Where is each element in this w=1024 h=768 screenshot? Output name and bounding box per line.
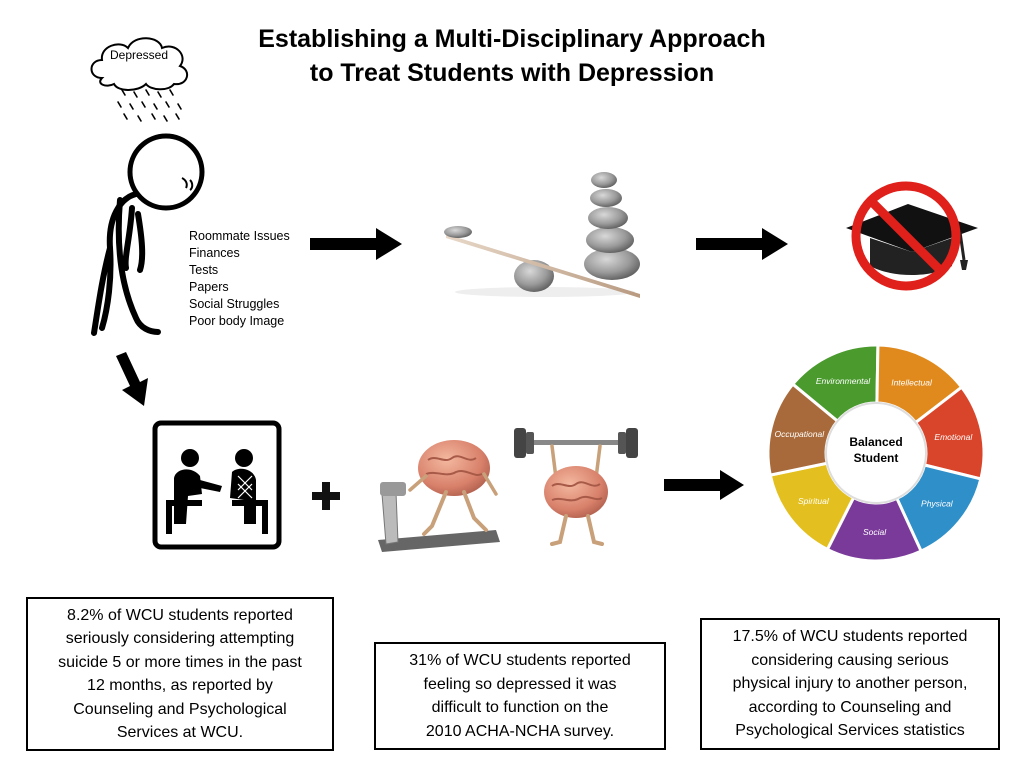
stat-line: seriously considering attempting xyxy=(65,630,295,647)
wheel-segment-label: Occupational xyxy=(774,429,825,439)
wheel-segment-label: Physical xyxy=(921,498,954,508)
stat-line: physical injury to another person, xyxy=(732,675,968,693)
arrow-right-icon xyxy=(696,228,788,260)
stat-line: 8.2% of WCU students reported xyxy=(67,606,293,624)
balancing-stones-icon xyxy=(444,172,640,298)
stressor-item: Papers xyxy=(189,280,229,294)
page-title: Establishing a Multi-Disciplinary Approa… xyxy=(0,22,1024,90)
stat-line: considering causing serious xyxy=(751,651,949,669)
stat-line: Counseling and Psychological xyxy=(73,700,287,718)
stressor-item: Roommate Issues xyxy=(189,229,290,243)
stat-line: according to Counseling and xyxy=(748,698,952,716)
arrow-right-icon xyxy=(664,470,744,500)
wheel-segments xyxy=(766,343,986,563)
title-line-2: to Treat Students with Depression xyxy=(309,59,715,87)
wheel-center-label: Balanced Student xyxy=(828,434,924,466)
stressor-item: Finances xyxy=(189,246,240,260)
cloud-label: Depressed xyxy=(109,48,169,62)
stat-box-suicide: 8.2% of WCU students reported seriously … xyxy=(26,597,334,751)
stat-line: Psychological Services statistics xyxy=(735,722,965,740)
arrow-down-icon xyxy=(116,352,148,406)
stat-line: difficult to function on the xyxy=(431,699,609,716)
stat-line: suicide 5 or more times in the past xyxy=(58,653,302,671)
rain-cloud-icon xyxy=(90,37,189,122)
balanced-student-wheel: Environmental IntellectualEmotionalPhysic… xyxy=(766,343,986,563)
arrow-right-icon xyxy=(310,228,402,260)
stressor-item: Tests xyxy=(189,263,219,277)
wheel-segment-label: Environmental xyxy=(816,376,871,386)
wheel-center-line-2: Student xyxy=(853,451,899,465)
stressors-list: Roommate Issues Finances Tests Papers So… xyxy=(189,228,290,330)
no-graduation-cap-icon xyxy=(846,181,978,291)
brain-lifting-weights-icon xyxy=(514,428,638,546)
stat-line: feeling so depressed it was xyxy=(423,675,617,693)
stat-line: 17.5% of WCU students reported xyxy=(732,628,968,646)
counseling-session-icon xyxy=(152,420,282,550)
stat-line: 12 months, as reported by xyxy=(87,677,273,694)
stat-box-depressed: 31% of WCU students reported feeling so … xyxy=(374,642,666,750)
wheel-segment-label: Intellectual xyxy=(891,377,933,387)
stat-line: Services at WCU. xyxy=(116,724,244,741)
wheel-segment-label: Social xyxy=(863,527,887,537)
title-line-1: Establishing a Multi-Disciplinary Approa… xyxy=(258,25,766,53)
stressor-item: Social Struggles xyxy=(189,297,280,311)
wheel-segment-label: Emotional xyxy=(934,432,973,442)
stat-line: 31% of WCU students reported xyxy=(409,652,631,669)
sad-stick-figure-icon xyxy=(91,133,205,336)
wheel-center-circle xyxy=(825,402,927,504)
wheel-labels: Environmental IntellectualEmotionalPhysic… xyxy=(774,376,973,537)
wheel-center-line-1: Balanced xyxy=(849,435,903,449)
stat-line: 2010 ACHA-NCHA survey. xyxy=(425,722,615,740)
plus-icon xyxy=(312,482,340,510)
stressor-item: Poor body Image xyxy=(189,314,285,328)
wheel-segment-label: Spiritual xyxy=(798,496,830,506)
brain-on-treadmill-icon xyxy=(378,440,500,552)
stat-box-injury: 17.5% of WCU students reported consideri… xyxy=(700,618,1000,750)
